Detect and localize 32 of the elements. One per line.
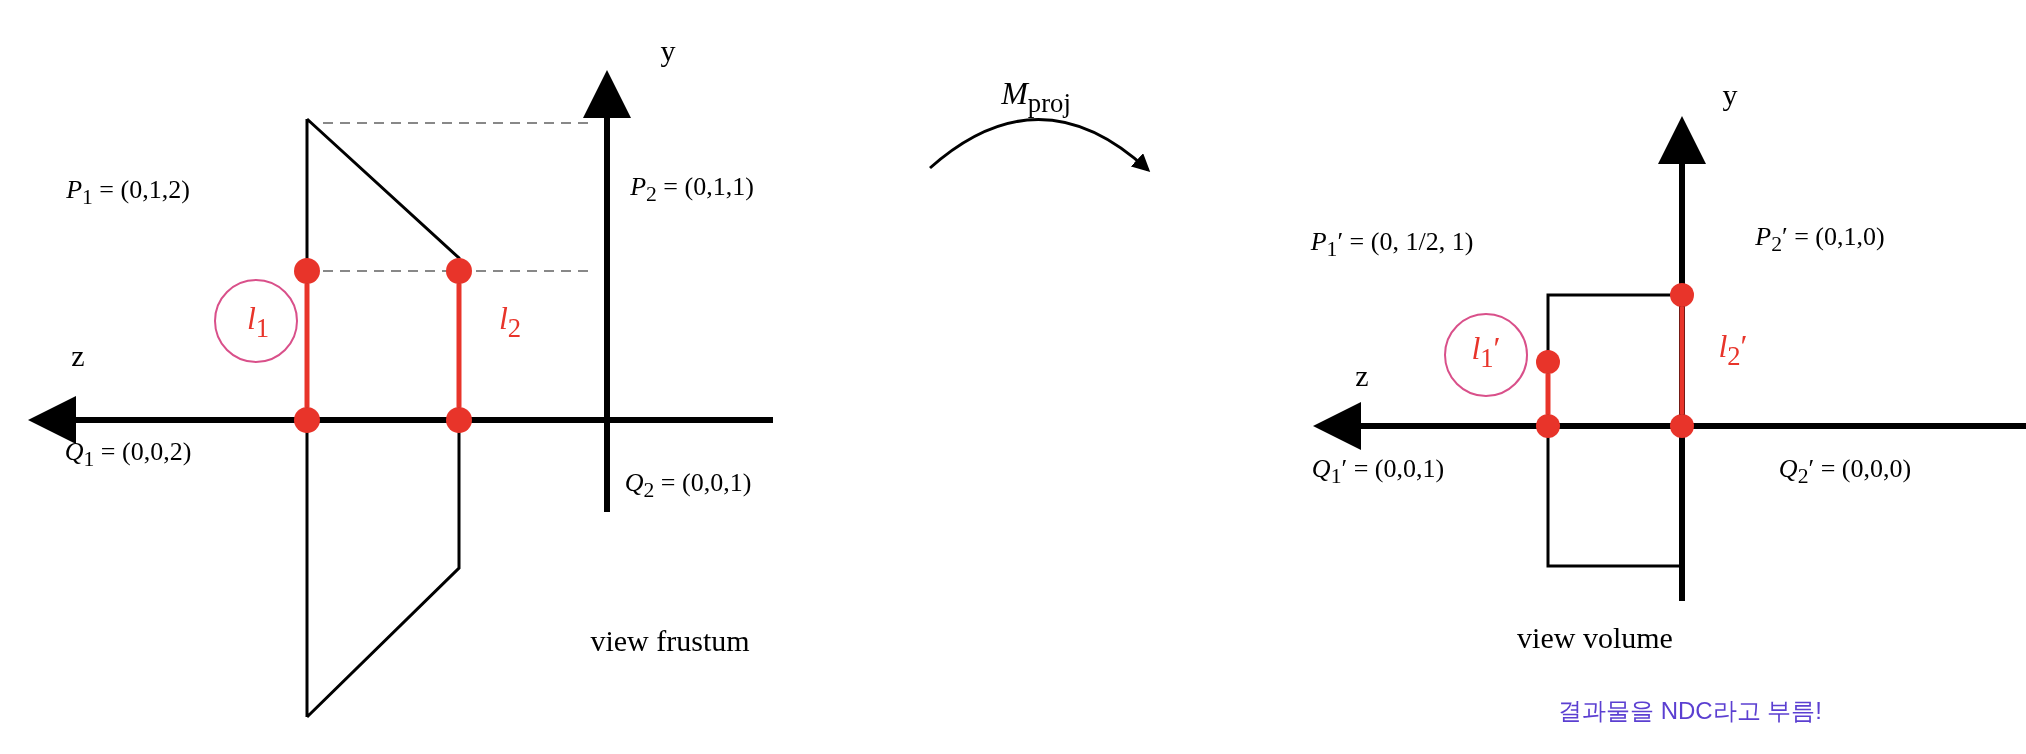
point-label: Q$_{1}$ = (0,0,2): [64, 438, 192, 472]
point-dot: [1670, 283, 1694, 307]
point-dot: [294, 407, 320, 433]
point-label: P$_{2}$′ = (0,1,0): [1755, 223, 1885, 257]
line-segment: [304, 284, 310, 407]
axis-label: z: [71, 338, 85, 372]
caption-text: view volume: [1517, 620, 1673, 654]
matrix-label: M$_{proj}$: [1001, 76, 1071, 118]
line-segment: [456, 284, 462, 407]
point-dot: [1536, 414, 1560, 438]
point-label: P$_{1}$ = (0,1,2): [66, 176, 190, 210]
axis-label: y: [660, 33, 676, 67]
point-label: P$_{2}$ = (0,1,1): [630, 173, 754, 207]
point-label: Q$_{1}$′ = (0,0,1): [1311, 455, 1445, 489]
point-dot: [446, 258, 472, 284]
point-label: P$_{1}$′ = (0, 1/2, 1): [1310, 228, 1474, 262]
caption-text: view frustum: [590, 623, 750, 657]
edge-label: l$_{2}$: [498, 301, 522, 343]
point-dot: [1670, 414, 1694, 438]
line-segment: [1545, 374, 1551, 414]
edge-label: l$_{1}$′: [1471, 331, 1501, 373]
point-label: Q$_{2}$ = (0,0,1): [624, 469, 752, 503]
point-dot: [446, 407, 472, 433]
edge-label: l$_{1}$: [246, 301, 270, 343]
edge-label: l$_{2}$′: [1718, 329, 1748, 371]
point-dot: [1536, 350, 1560, 374]
line-segment: [1679, 307, 1685, 414]
note-text: 결과물을 NDC라고 부름!: [1558, 697, 1822, 725]
axis-label: y: [1722, 77, 1738, 111]
point-label: Q$_{2}$′ = (0,0,0): [1778, 455, 1912, 489]
axis-label: z: [1355, 358, 1369, 392]
point-dot: [294, 258, 320, 284]
